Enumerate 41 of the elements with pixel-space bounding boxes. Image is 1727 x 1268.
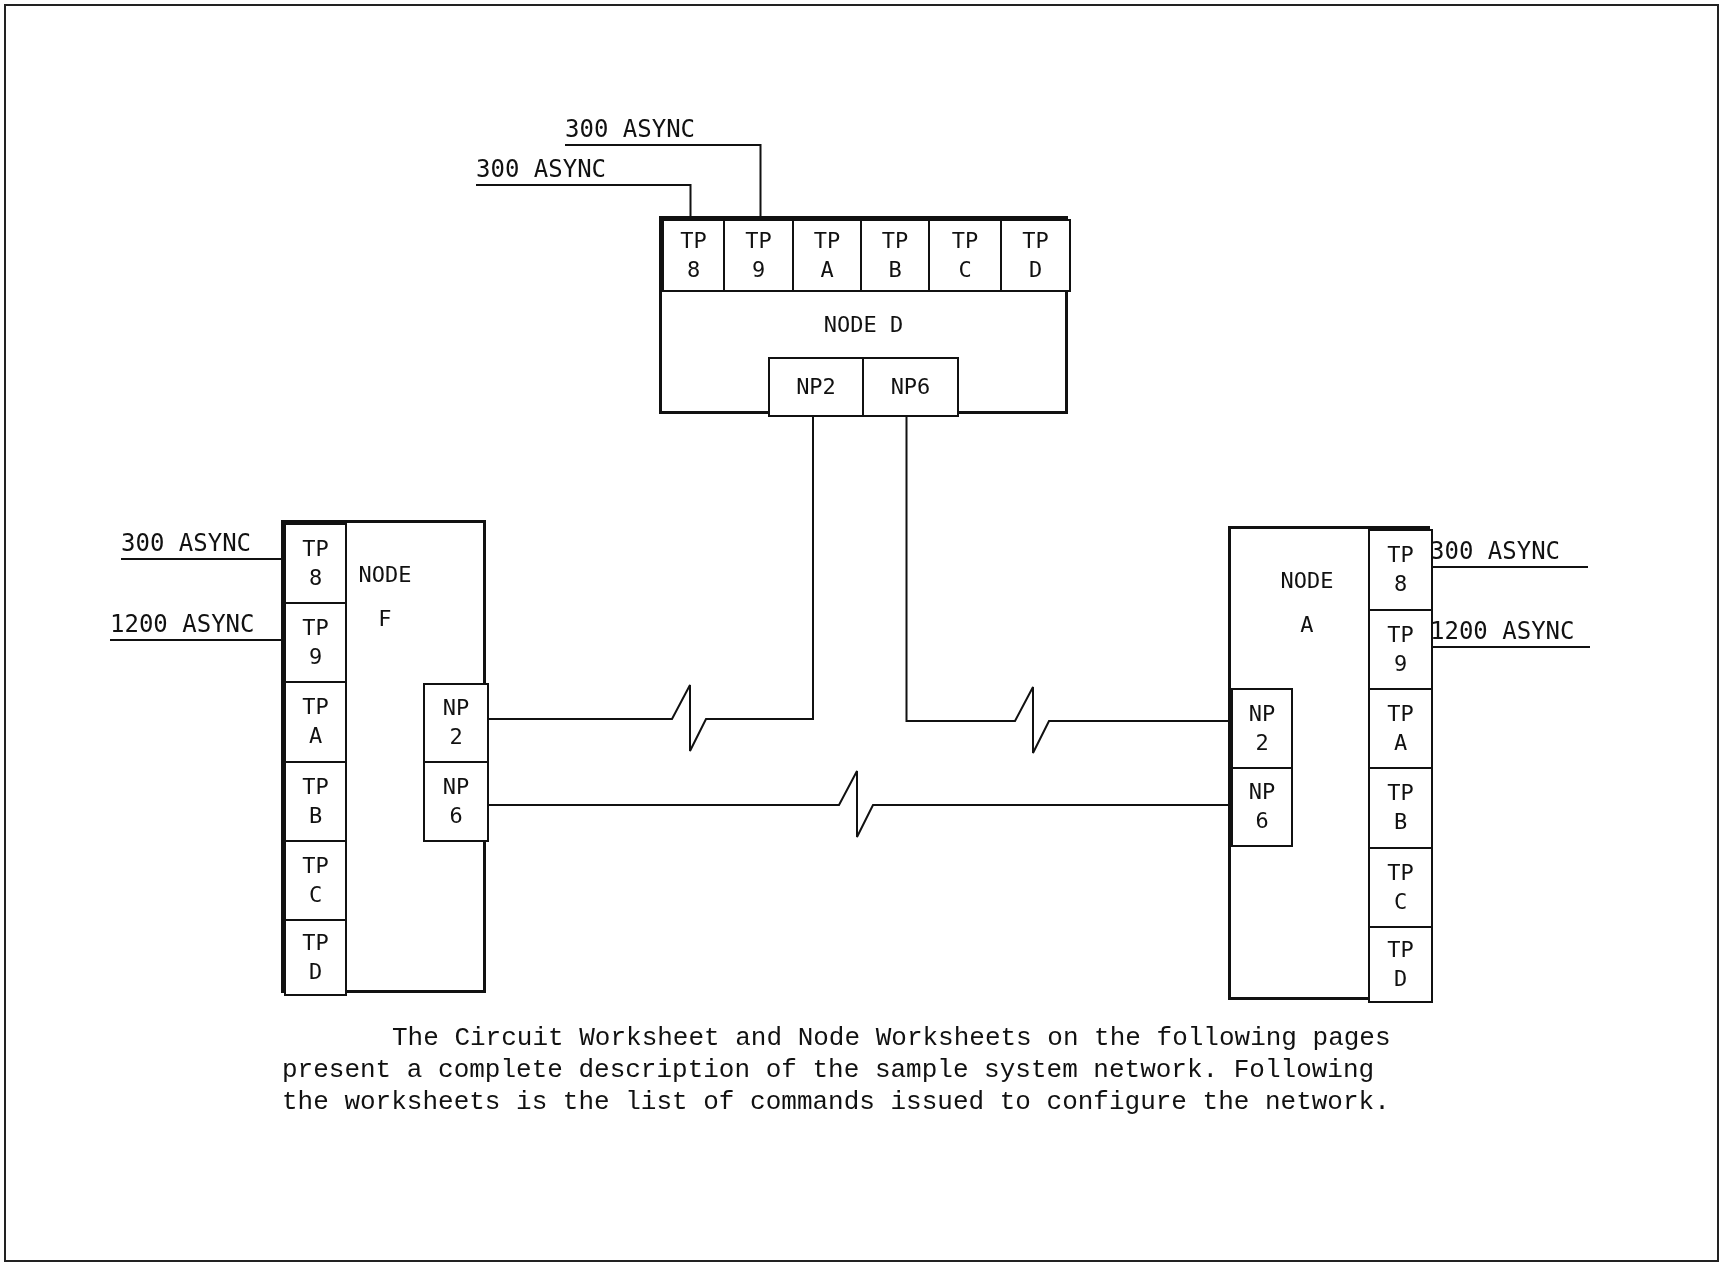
port-block: TP B — [284, 761, 347, 842]
port-block: TP 8 — [1368, 529, 1433, 611]
node-name: NODE A — [1279, 567, 1335, 639]
port-block: TP C — [284, 840, 347, 921]
port-block: TP 9 — [1368, 609, 1433, 690]
port-block: NP6 — [862, 357, 959, 417]
port-block: TP 9 — [723, 219, 794, 292]
circuit-line — [564, 144, 762, 217]
line-label: 300 ASYNC — [121, 524, 281, 559]
port-block: TP A — [284, 681, 347, 763]
port-block: NP 6 — [1231, 767, 1293, 847]
port-block: TP A — [792, 219, 862, 292]
line-label: 300 ASYNC — [1430, 532, 1588, 567]
node-box — [659, 216, 1068, 414]
node-name: NODE D — [822, 311, 905, 339]
port-block: NP 2 — [1231, 688, 1293, 769]
port-block: TP C — [1368, 847, 1433, 928]
port-block: TP D — [284, 919, 347, 996]
port-block: TP 8 — [662, 219, 725, 292]
circuit-line — [475, 184, 692, 217]
line-label: 1200 ASYNC — [110, 605, 281, 640]
node-name: NODE F — [357, 561, 413, 633]
port-block: TP B — [1368, 767, 1433, 849]
port-block: TP D — [1000, 219, 1071, 292]
circuit-line — [109, 639, 282, 641]
port-block: TP A — [1368, 688, 1433, 769]
port-block: TP D — [1368, 926, 1433, 1003]
line-label: 300 ASYNC — [565, 112, 761, 145]
port-block: NP 2 — [423, 683, 489, 763]
port-block: NP2 — [768, 357, 864, 417]
port-block: TP 8 — [284, 523, 347, 604]
line-label: 1200 ASYNC — [1430, 612, 1590, 647]
circuit-line — [120, 558, 282, 560]
port-block: TP C — [928, 219, 1002, 292]
port-block: NP 6 — [423, 761, 489, 842]
line-label: 300 ASYNC — [476, 152, 691, 185]
node-box — [1228, 526, 1430, 1000]
caption: The Circuit Worksheet and Node Worksheets on the following pages present a complete description of the sample system network. Following the worksheets is the list of commands issued to configure the network. — [282, 1022, 1392, 1118]
port-block: TP 9 — [284, 602, 347, 683]
port-block: TP B — [860, 219, 930, 292]
node-box — [281, 520, 486, 993]
